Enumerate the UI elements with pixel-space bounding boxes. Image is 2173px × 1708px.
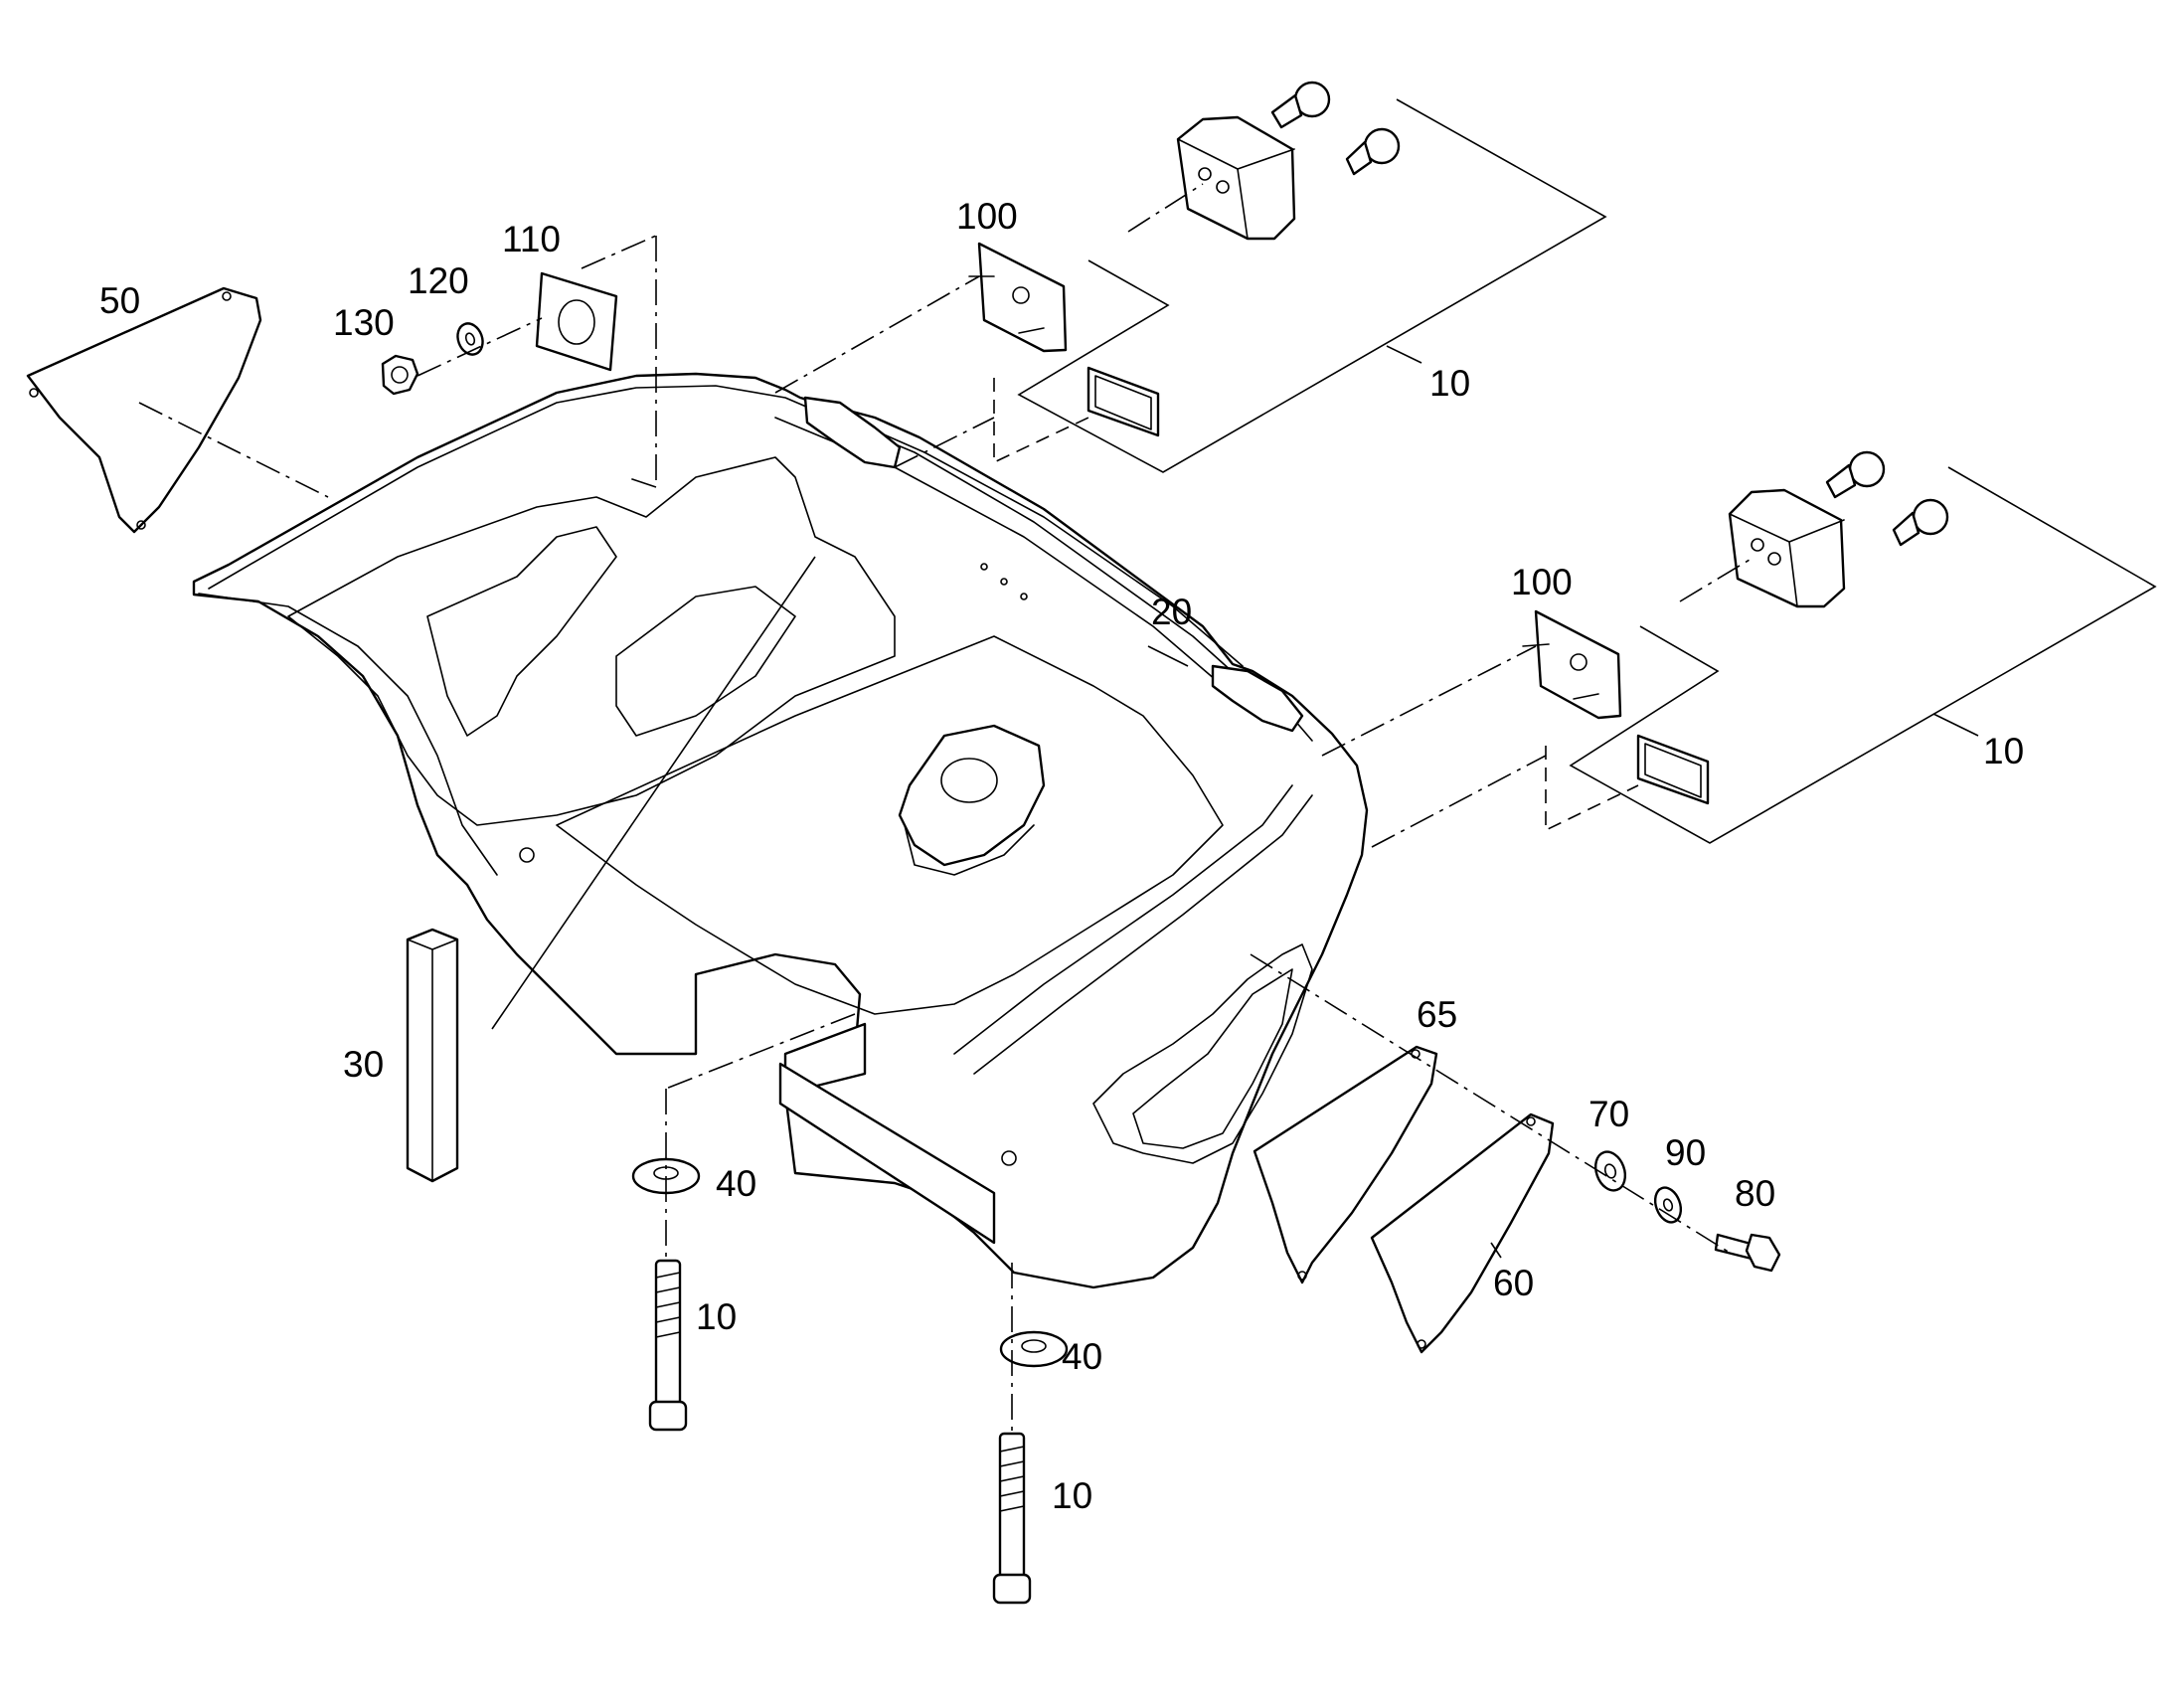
callout-30: 30	[343, 1044, 384, 1085]
bumper-housing-part-20	[192, 372, 1369, 1289]
callout-40-center: 40	[1062, 1336, 1102, 1377]
nut-part-130	[381, 354, 419, 396]
reflector-top	[1086, 366, 1160, 437]
callout-120: 120	[408, 260, 469, 301]
callout-labels: 50 130 120 110 100 10 20 100 10 30 40 10…	[99, 196, 2024, 1516]
lock-washer-part-90	[1653, 1186, 1683, 1224]
callout-20: 20	[1151, 592, 1192, 632]
mounting-plate-part-100-top	[968, 242, 1068, 353]
callout-10-bolt-center: 10	[1052, 1475, 1092, 1516]
bulb-top-2	[1345, 127, 1401, 176]
bulb-right-2	[1892, 498, 1949, 547]
callout-50: 50	[99, 280, 140, 321]
bolt-part-80	[1714, 1233, 1781, 1273]
callout-110: 110	[502, 219, 561, 259]
centre-lines	[138, 183, 1755, 1437]
washer-part-120	[456, 322, 484, 356]
callout-60: 60	[1493, 1263, 1534, 1303]
callout-10-bolt-left: 10	[696, 1296, 737, 1337]
tail-lamp-housing-top	[1176, 115, 1296, 241]
side-plate-part-60	[1370, 1112, 1555, 1354]
bulb-top-1	[1270, 81, 1331, 129]
cover-plate-part-50	[26, 286, 262, 534]
washer-part-40-center	[999, 1330, 1069, 1368]
callout-130: 130	[333, 302, 395, 343]
callout-10-right: 10	[1983, 731, 2024, 771]
callout-40-left: 40	[716, 1163, 756, 1204]
callout-100-top: 100	[956, 196, 1018, 237]
reflector-right	[1636, 734, 1710, 805]
callout-100-right: 100	[1511, 562, 1573, 602]
leader-lines	[491, 98, 2157, 1259]
callout-90: 90	[1665, 1132, 1706, 1173]
callout-10-top: 10	[1429, 363, 1470, 404]
bulb-right-1	[1825, 450, 1886, 499]
washer-part-70	[1593, 1150, 1627, 1192]
callout-70: 70	[1588, 1094, 1629, 1134]
bolt-part-10-left	[648, 1259, 688, 1432]
mounting-plate-part-100-right	[1522, 609, 1622, 720]
dashed-guides	[993, 378, 1639, 832]
callout-65: 65	[1417, 994, 1457, 1035]
weight-bar-part-30	[406, 928, 459, 1183]
callout-80: 80	[1735, 1173, 1775, 1214]
bolt-part-10-center	[992, 1432, 1032, 1605]
gasket-plate-part-110	[535, 271, 618, 372]
tail-lamp-housing-right	[1728, 488, 1846, 608]
